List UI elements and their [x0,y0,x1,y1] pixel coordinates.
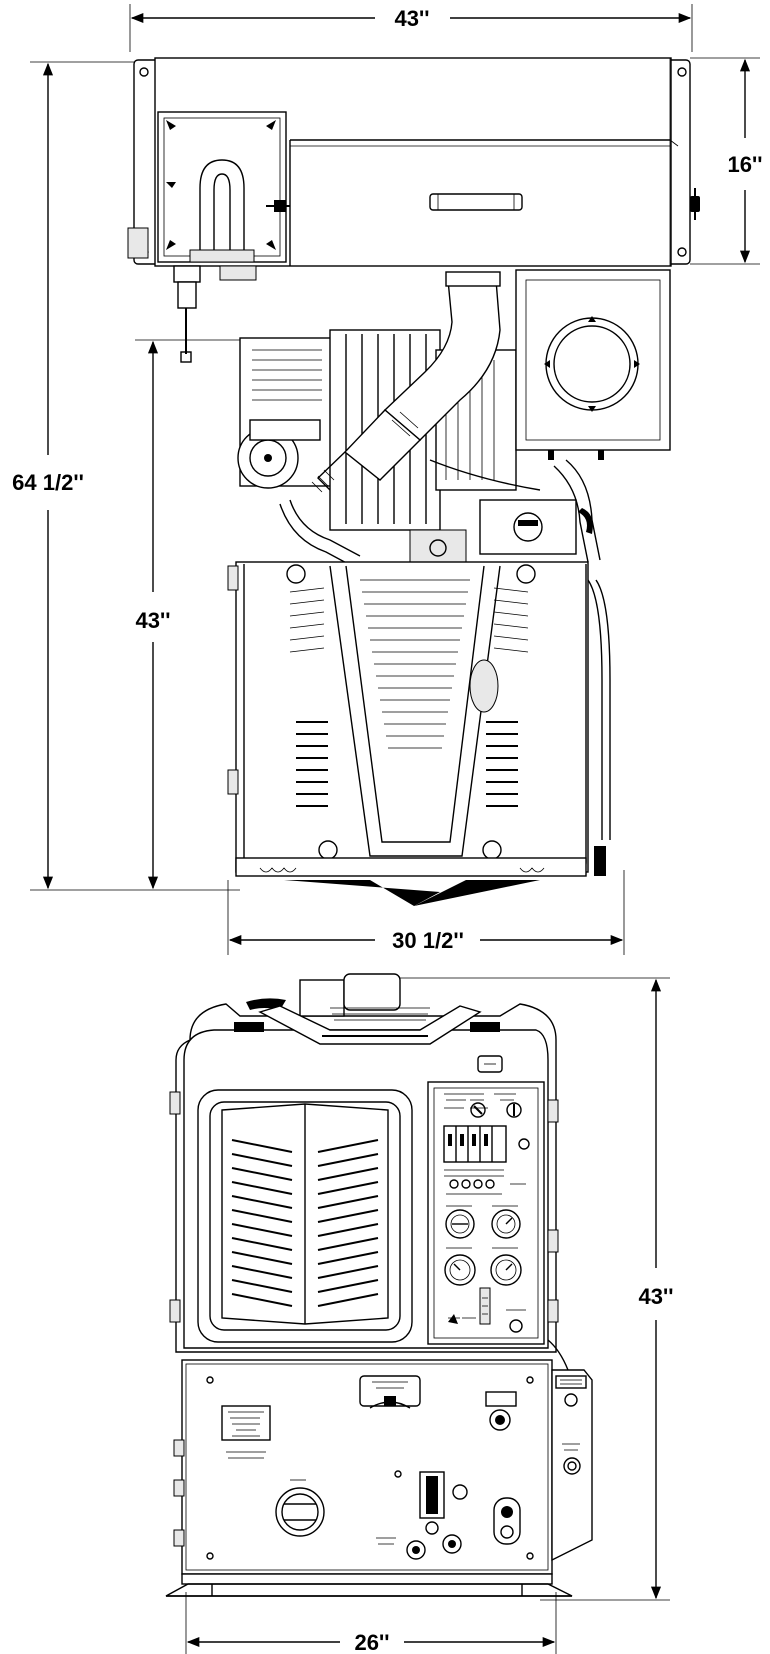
top-tank [127,57,700,363]
dim-label-top-width: 43'' [395,6,430,31]
dim-unit-height: 43'' [135,339,240,890]
dim-label-front-width: 26'' [355,1630,390,1654]
outlet-port-icon [275,1487,325,1537]
dim-label-top-section-height: 16'' [728,152,763,177]
top-view: 43'' 16'' 64 1/2'' 43'' [12,4,762,955]
lower-cabinet [173,1359,553,1575]
temperature-knob-icon [384,1396,396,1406]
indicator-light-icon [518,1138,530,1150]
fitting-icon [563,1457,581,1475]
grille-icon [470,1022,500,1032]
selector-switch-icon [470,1102,486,1118]
base-frame [165,1573,573,1597]
dim-overall-height: 64 1/2'' [12,61,240,891]
dim-front-width: 26'' [185,1592,557,1654]
key-switch-icon [506,1102,522,1118]
dim-top-section-height: 16'' [690,57,763,265]
front-view: 43'' 26'' [165,973,674,1654]
dim-front-height: 43'' [400,977,674,1601]
radiator-panel [197,1089,413,1343]
dim-label-base-width: 30 1/2'' [392,928,464,953]
vent-slots [289,579,529,749]
fitting-icon [594,846,606,876]
dim-label-front-height: 43'' [639,1284,674,1309]
side-bracket [547,1339,593,1562]
engine-block [237,269,671,571]
left-louvers [296,721,328,807]
lower-housing [227,561,611,906]
engine-fins [252,349,322,401]
right-louvers [486,721,518,807]
grille-icon [234,1022,264,1032]
louver-slats [231,1139,379,1307]
dim-label-overall-height: 64 1/2'' [12,470,84,495]
dim-label-unit-height: 43'' [136,608,171,633]
dim-base-width: 30 1/2'' [227,870,625,955]
handle-icon [429,193,523,211]
filter-port-icon [545,317,639,411]
dim-top-width: 43'' [129,4,693,52]
control-panel [427,1081,545,1345]
